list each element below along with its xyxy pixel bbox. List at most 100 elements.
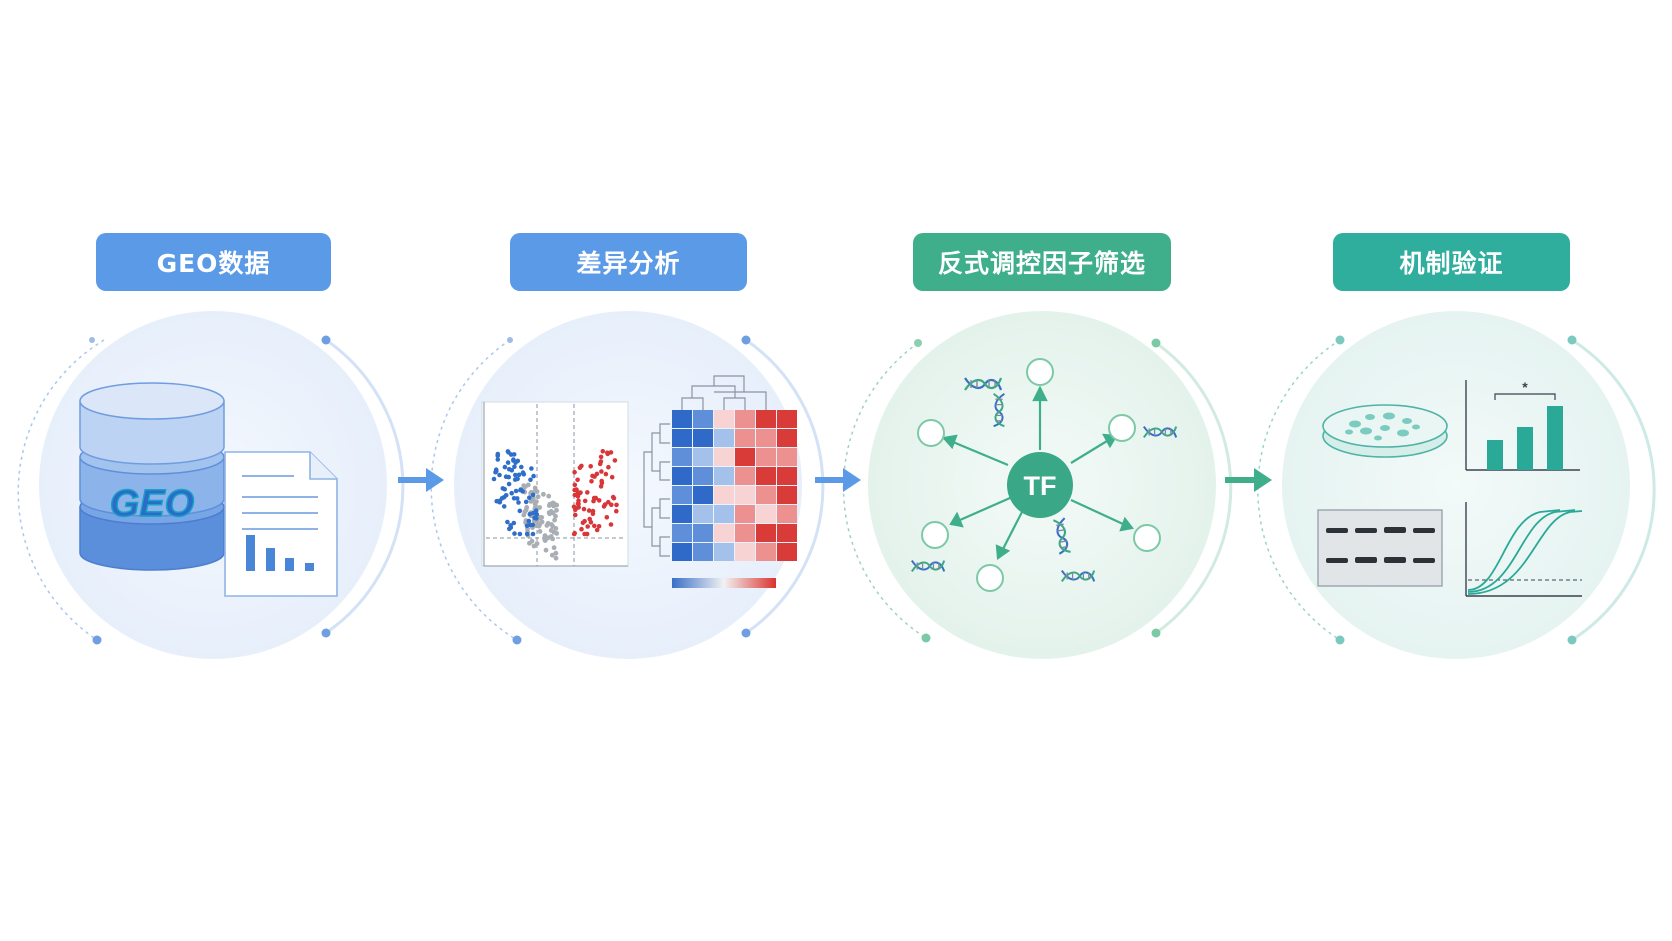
volcano-point-ns xyxy=(543,547,549,553)
heatmap-cell xyxy=(672,505,692,523)
arrow-1 xyxy=(398,468,444,492)
volcano-point-up xyxy=(577,465,583,471)
tf-edges xyxy=(941,385,1134,560)
volcano-point-down xyxy=(497,498,503,504)
volcano-point-down xyxy=(516,472,522,478)
volcano-point-down xyxy=(531,510,536,516)
volcano-point-up xyxy=(579,526,584,532)
volcano-point-up xyxy=(585,490,590,495)
volcano-point-up xyxy=(574,487,579,492)
heatmap-cell xyxy=(735,410,755,428)
volcano-point-down xyxy=(521,472,527,477)
qpcr-curve-icon xyxy=(1465,502,1583,597)
volcano-point-down xyxy=(513,488,519,494)
heatmap-cell xyxy=(672,486,692,504)
volcano-point-ns xyxy=(532,501,538,507)
volcano-point-up xyxy=(599,480,605,486)
volcano-points xyxy=(491,449,619,561)
volcano-point-up xyxy=(590,511,596,516)
step-label-mechanism-validation: 机制验证 xyxy=(1333,233,1570,291)
volcano-point-up xyxy=(590,473,595,479)
volcano-point-up xyxy=(588,520,594,525)
volcano-point-down xyxy=(512,477,518,482)
volcano-point-ns xyxy=(541,491,546,497)
heatmap-cell xyxy=(735,486,755,504)
heatmap-cell xyxy=(693,543,713,561)
volcano-point-ns xyxy=(522,509,528,515)
target-gene-nodes xyxy=(917,358,1161,592)
volcano-point-down xyxy=(491,476,497,482)
volcano-point-down xyxy=(508,523,513,528)
volcano-point-up xyxy=(614,502,619,508)
heatmap-cell xyxy=(672,448,692,466)
volcano-point-ns xyxy=(536,523,542,529)
heatmap-row-dendrogram xyxy=(643,423,670,557)
volcano-point-down xyxy=(512,464,517,470)
volcano-point-ns xyxy=(535,494,541,500)
step-label-trans-regulator-screening: 反式调控因子筛选 xyxy=(913,233,1171,291)
volcano-point-ns xyxy=(524,505,530,510)
volcano-point-down xyxy=(513,460,518,465)
heatmap-cell xyxy=(672,467,692,485)
volcano-point-down xyxy=(495,457,501,462)
volcano-point-down xyxy=(534,516,539,521)
dna-icons xyxy=(910,377,1178,582)
volcano-point-down xyxy=(530,531,536,537)
heatmap-cell xyxy=(672,429,692,447)
heatmap xyxy=(643,375,797,588)
volcano-point-down xyxy=(506,466,512,472)
heatmap-cell xyxy=(777,524,797,542)
volcano-point-up xyxy=(603,471,609,477)
volcano-point-ns xyxy=(546,493,552,499)
volcano-point-up xyxy=(589,479,594,484)
volcano-point-up xyxy=(592,523,597,529)
volcano-point-up xyxy=(573,512,578,518)
volcano-point-up xyxy=(576,491,582,496)
volcano-point-down xyxy=(526,518,532,524)
heatmap-cell xyxy=(735,429,755,447)
volcano-point-up xyxy=(606,499,611,505)
volcano-point-down xyxy=(524,531,530,537)
volcano-point-up xyxy=(581,506,587,512)
dna-icon xyxy=(993,392,1005,428)
volcano-point-up xyxy=(582,518,587,524)
arrow-2 xyxy=(815,468,861,492)
volcano-point-down xyxy=(529,466,534,471)
volcano-point-up xyxy=(611,495,617,501)
heatmap-cell xyxy=(777,448,797,466)
heatmap-cell xyxy=(777,505,797,523)
heatmap-cell xyxy=(735,448,755,466)
dna-icon xyxy=(1052,517,1071,555)
volcano-point-ns xyxy=(554,531,560,536)
dna-icon xyxy=(910,560,946,572)
cell-culture-dish-icon xyxy=(1322,404,1448,458)
volcano-point-down xyxy=(506,474,512,480)
heatmap-cell xyxy=(777,410,797,428)
dna-icon xyxy=(964,377,1003,391)
volcano-point-ns xyxy=(537,505,542,510)
volcano-point-up xyxy=(598,454,604,460)
heatmap-cell xyxy=(756,543,776,561)
document-icon xyxy=(224,451,338,597)
volcano-point-down xyxy=(517,508,523,514)
tf-network: TF xyxy=(910,358,1178,592)
volcano-point-up xyxy=(594,527,600,533)
volcano-point-up xyxy=(609,474,615,480)
volcano-point-up xyxy=(582,498,588,504)
volcano-point-up xyxy=(604,515,610,520)
volcano-point-ns xyxy=(529,538,535,544)
volcano-point-down xyxy=(497,472,502,478)
heatmap-cell xyxy=(735,505,755,523)
volcano-point-down xyxy=(502,486,508,492)
volcano-point-ns xyxy=(553,550,559,556)
heatmap-cell xyxy=(714,486,734,504)
heatmap-cell xyxy=(693,448,713,466)
volcano-point-up xyxy=(602,502,608,507)
heatmap-cell xyxy=(693,524,713,542)
volcano-point-down xyxy=(531,473,536,479)
volcano-point-ns xyxy=(554,507,559,513)
volcano-point-ns xyxy=(544,523,550,528)
volcano-point-down xyxy=(534,512,540,517)
volcano-point-up xyxy=(612,458,618,463)
heatmap-cell xyxy=(777,543,797,561)
